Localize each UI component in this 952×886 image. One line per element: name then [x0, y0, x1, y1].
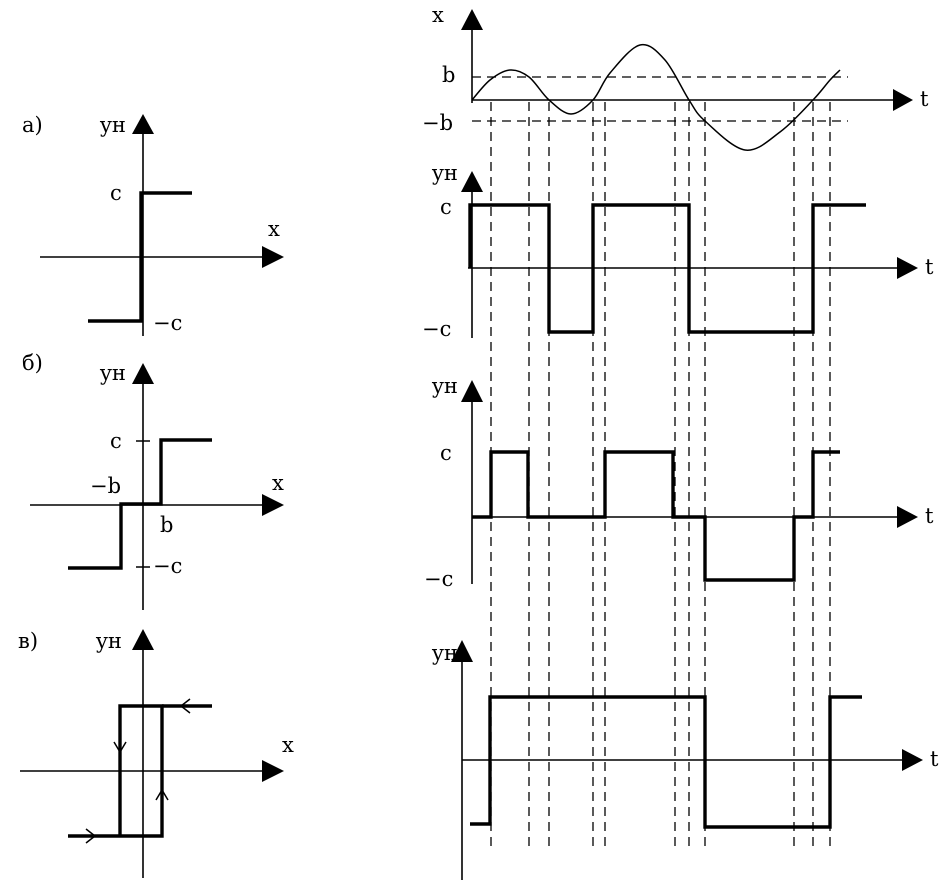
- panel-a-x-label: x: [268, 217, 280, 241]
- input-t-label: t: [920, 87, 929, 111]
- input-signal-plot: x t b −b: [422, 3, 929, 151]
- time-guide-lines: [490, 102, 831, 850]
- out1-t-label: t: [925, 255, 934, 279]
- out1-t-arrow: [897, 257, 918, 279]
- panel-v-x-arrow: [262, 760, 284, 782]
- out2-t-arrow: [897, 506, 918, 528]
- panel-b-tag: б): [22, 351, 43, 375]
- panel-b-c-label: c: [110, 429, 122, 453]
- input-x-label: x: [432, 3, 444, 27]
- out3-y-label: yн: [431, 641, 458, 665]
- panel-a-c-label: c: [110, 181, 122, 205]
- input-t-axis-arrow: [893, 89, 913, 111]
- panel-a-x-arrow: [262, 246, 284, 268]
- out2-t-label: t: [925, 504, 934, 528]
- input-neg-b-label: −b: [422, 111, 453, 135]
- out2-neg-c-label: −c: [424, 567, 453, 591]
- out2-signal: [472, 450, 840, 582]
- out3-t-label: t: [930, 747, 939, 771]
- out3-t-arrow: [902, 749, 923, 771]
- input-b-label: b: [442, 63, 455, 87]
- panel-b-y-arrow: [132, 363, 154, 384]
- panel-v-arrow-down: [113, 736, 127, 754]
- panel-b-neg-b-label: −b: [90, 474, 121, 498]
- panel-b: б) yн x c −b b −c: [22, 351, 284, 610]
- panel-v-y-arrow: [132, 629, 154, 650]
- out2-c-label: c: [440, 441, 452, 465]
- panel-v-arrow-up: [155, 788, 169, 806]
- panel-a-tag: a): [22, 113, 43, 137]
- panel-a-neg-c-label: −c: [153, 311, 182, 335]
- panel-b-neg-c-label: −c: [153, 554, 182, 578]
- output-3-plot: yн t: [431, 640, 939, 880]
- output-2-plot: yн t c −c: [424, 374, 934, 591]
- panel-v-y-label: yн: [95, 629, 122, 653]
- panel-a-y-arrow: [132, 114, 154, 134]
- panel-v: в) yн x: [18, 629, 294, 878]
- panel-v-x-label: x: [282, 733, 294, 757]
- panel-a: a) yн x c −c: [22, 113, 284, 336]
- out1-c-label: c: [440, 195, 452, 219]
- panel-b-characteristic: [68, 438, 212, 570]
- out1-y-label: yн: [431, 161, 458, 185]
- out3-y-arrow: [451, 640, 473, 662]
- out2-y-arrow: [461, 380, 483, 402]
- out2-y-label: yн: [431, 374, 458, 398]
- panel-v-arrow-right: [74, 828, 97, 844]
- panel-b-x-label: x: [272, 471, 284, 495]
- panel-a-y-label: yн: [99, 113, 126, 137]
- input-sine-wave: [471, 43, 841, 151]
- out1-neg-c-label: −c: [422, 317, 451, 341]
- panel-b-b-label: b: [160, 513, 173, 537]
- panel-b-y-label: yн: [99, 361, 126, 385]
- panel-v-arrow-left: [179, 698, 204, 714]
- panel-v-tag: в): [18, 629, 38, 653]
- output-1-plot: yн t c −c: [422, 161, 934, 341]
- panel-b-x-arrow: [262, 494, 284, 516]
- panel-a-characteristic: [88, 191, 192, 323]
- input-x-axis-arrow: [461, 9, 483, 30]
- out1-y-arrow: [461, 171, 483, 192]
